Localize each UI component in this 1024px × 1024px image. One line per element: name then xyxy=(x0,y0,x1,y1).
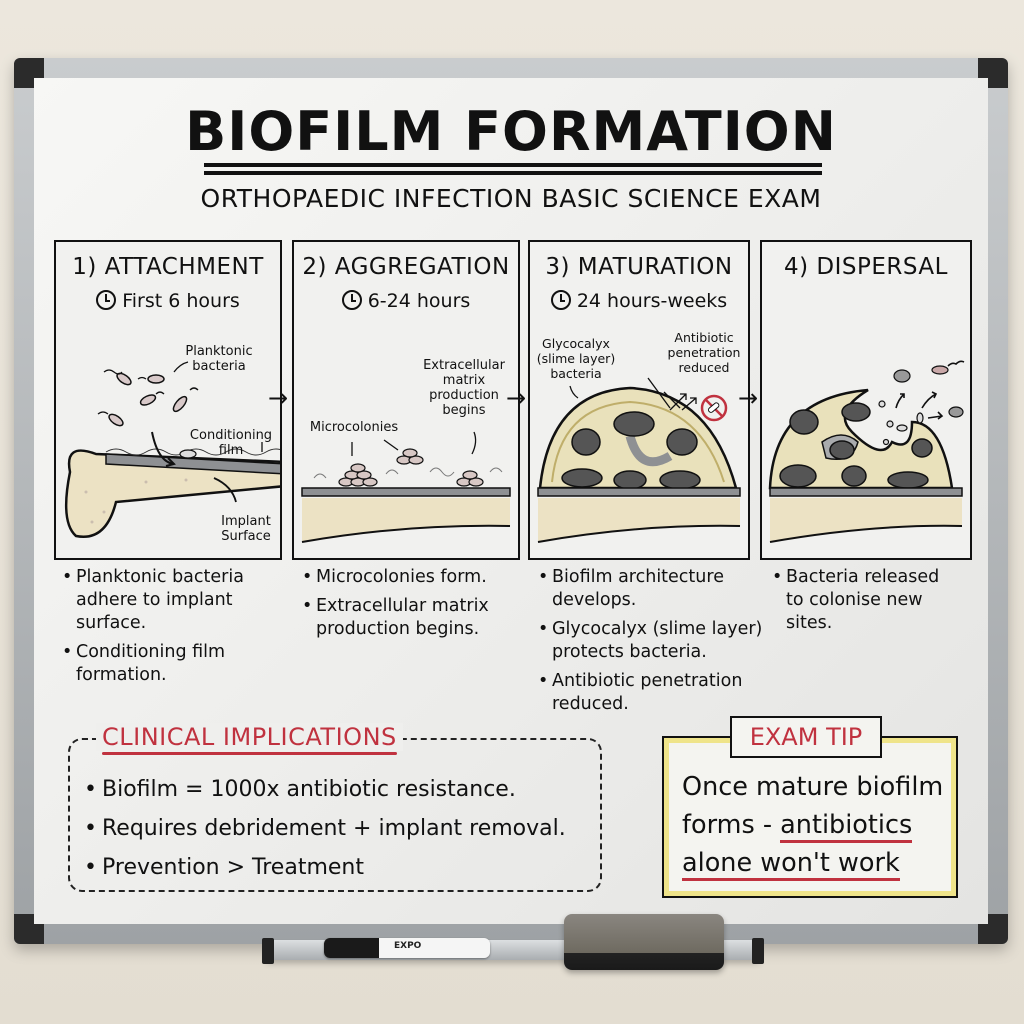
clinical-list: Biofilm = 1000x antibiotic resistance. R… xyxy=(84,770,566,887)
maturation-illustration xyxy=(537,377,741,543)
tip-emphasis: alone won't work xyxy=(682,848,900,881)
stage-attachment: 1) ATTACHMENT First 6 hours xyxy=(54,240,282,560)
stage-heading: 2) AGGREGATION xyxy=(302,254,510,280)
page-title: BIOFILM FORMATION xyxy=(185,100,837,163)
clinical-item: Requires debridement + implant removal. xyxy=(84,809,566,848)
label-antibiotic-penetration: Antibiotic penetration reduced xyxy=(667,330,741,375)
bullet: Conditioning film formation. xyxy=(62,641,274,687)
title-underline xyxy=(204,171,822,175)
clinical-item: Prevention > Treatment xyxy=(84,848,566,887)
stage-heading: 1) ATTACHMENT xyxy=(72,254,264,280)
no-antibiotic-icon xyxy=(700,394,728,422)
whiteboard-eraser[interactable] xyxy=(564,914,724,970)
tray-endcap xyxy=(752,938,764,964)
label-ecm: Extracellular matrix production begins xyxy=(423,358,505,418)
arrow-right-icon: → xyxy=(738,384,759,412)
bullet: Biofilm architecture develops. xyxy=(538,566,764,612)
label-glycocalyx: Glycocalyx (slime layer) bacteria xyxy=(536,336,616,381)
tray-endcap xyxy=(262,938,274,964)
whiteboard: BIOFILM FORMATION ORTHOPAEDIC INFECTION … xyxy=(34,78,988,924)
clock-icon xyxy=(550,290,571,310)
subtitle: ORTHOPAEDIC INFECTION BASIC SCIENCE EXAM xyxy=(200,184,822,213)
time-label: 6-24 hours xyxy=(367,290,471,312)
stage-maturation: 3) MATURATION 24 hours-weeks xyxy=(528,240,750,560)
label-microcolonies: Microcolonies xyxy=(309,420,399,435)
label-implant-surface: Implant Surface xyxy=(221,514,271,544)
tip-line: forms - antibiotics xyxy=(682,806,943,844)
stage-time: 24 hours-weeks xyxy=(530,290,748,312)
bullet: Antibiotic penetration reduced. xyxy=(538,670,764,716)
bullet: Extracellular matrix production begins. xyxy=(302,595,522,641)
marker-label: EXPO xyxy=(394,941,422,951)
time-label: First 6 hours xyxy=(122,290,240,312)
stage-1-bullets: Planktonic bacteria adhere to implant su… xyxy=(62,566,274,693)
attachment-illustration xyxy=(64,361,280,539)
exam-tip-box: EXAM TIP Once mature biofilm forms - ant… xyxy=(662,716,958,898)
clock-icon xyxy=(341,290,362,310)
stage-time: 6-24 hours xyxy=(294,290,518,312)
clinical-item: Biofilm = 1000x antibiotic resistance. xyxy=(84,770,566,809)
exam-tip-text: Once mature biofilm forms - antibiotics … xyxy=(682,768,943,882)
stage-3-bullets: Biofilm architecture develops. Glycocaly… xyxy=(538,566,764,722)
stage-heading: 4) DISPERSAL xyxy=(784,254,948,280)
bullet: Bacteria released to colonise new sites. xyxy=(772,566,962,635)
stage-2-bullets: Microcolonies form. Extracellular matrix… xyxy=(302,566,522,647)
whiteboard-marker[interactable]: EXPO xyxy=(324,938,490,958)
time-label: 24 hours-weeks xyxy=(576,290,728,312)
bullet: Microcolonies form. xyxy=(302,566,522,589)
clock-icon xyxy=(96,290,117,310)
aggregation-illustration xyxy=(301,431,511,543)
tip-text: forms - xyxy=(682,810,781,840)
arrow-right-icon: → xyxy=(268,384,289,412)
dispersal-illustration xyxy=(768,360,965,543)
clinical-implications-box: CLINICAL IMPLICATIONS Biofilm = 1000x an… xyxy=(68,723,602,892)
bullet: Planktonic bacteria adhere to implant su… xyxy=(62,566,274,635)
label-planktonic: Planktonic bacteria xyxy=(185,344,253,374)
bullet: Glycocalyx (slime layer) protects bacter… xyxy=(538,618,764,664)
stage-time: First 6 hours xyxy=(56,290,280,312)
stage-dispersal: 4) DISPERSAL xyxy=(760,240,972,560)
tip-emphasis: antibiotics xyxy=(780,810,913,843)
tip-line: alone won't work xyxy=(682,844,943,882)
tip-line: Once mature biofilm xyxy=(682,772,944,802)
stage-heading: 3) MATURATION xyxy=(545,254,733,280)
arrow-right-icon: → xyxy=(506,384,527,412)
clinical-heading: CLINICAL IMPLICATIONS xyxy=(96,723,403,755)
stage-aggregation: 2) AGGREGATION 6-24 hours Microcolonies … xyxy=(292,240,520,560)
label-conditioning-film: Conditioning film xyxy=(189,428,273,458)
exam-tip-heading: EXAM TIP xyxy=(730,716,882,758)
title-underline xyxy=(204,163,822,167)
stage-4-bullets: Bacteria released to colonise new sites. xyxy=(772,566,962,641)
